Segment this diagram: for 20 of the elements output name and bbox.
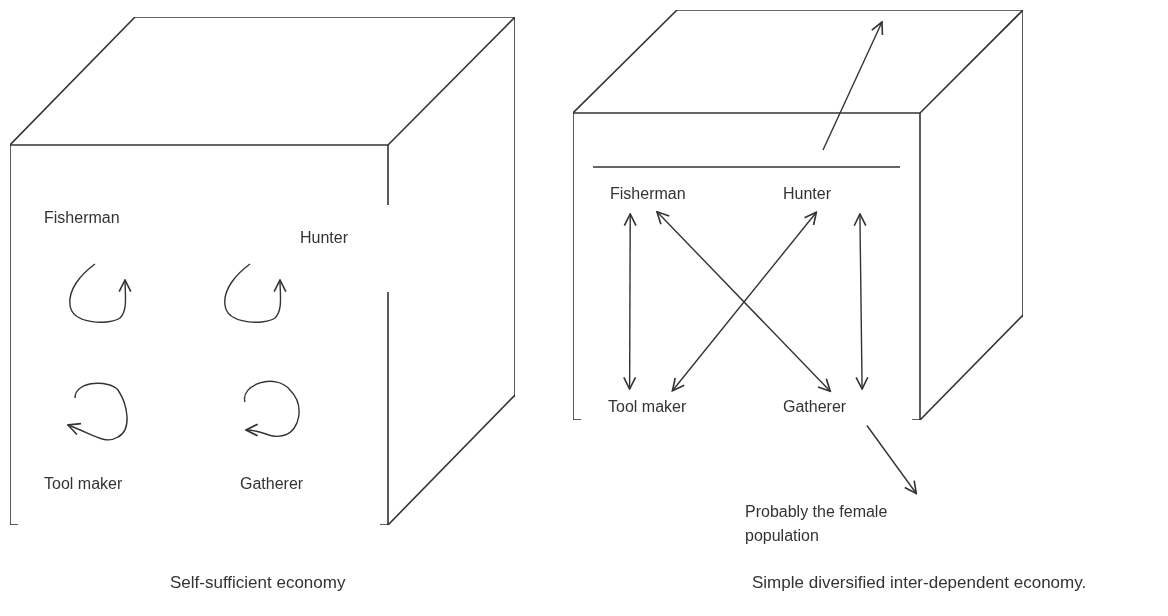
- role-label: Probably the female population: [745, 500, 965, 550]
- arrow: [853, 213, 869, 390]
- loop-arrow: [224, 263, 287, 323]
- role-label: Hunter: [300, 228, 366, 250]
- role-label: Tool maker: [44, 474, 152, 496]
- arrow: [623, 213, 637, 390]
- loop-arrow: [67, 382, 128, 441]
- loop-arrow: [243, 380, 300, 438]
- role-label: Gatherer: [783, 397, 871, 419]
- loop-arrow: [69, 263, 132, 323]
- role-label: Hunter: [783, 184, 847, 206]
- caption: Simple diversified inter-dependent economy.: [752, 573, 1087, 593]
- role-label: Fisherman: [610, 184, 702, 206]
- caption: Self-sufficient economy: [170, 573, 346, 593]
- arrow: [671, 211, 818, 392]
- arrow: [866, 424, 918, 495]
- role-label: Tool maker: [608, 397, 716, 419]
- role-label: Fisherman: [44, 208, 136, 230]
- role-label: Gatherer: [240, 474, 330, 496]
- arrow: [656, 210, 832, 393]
